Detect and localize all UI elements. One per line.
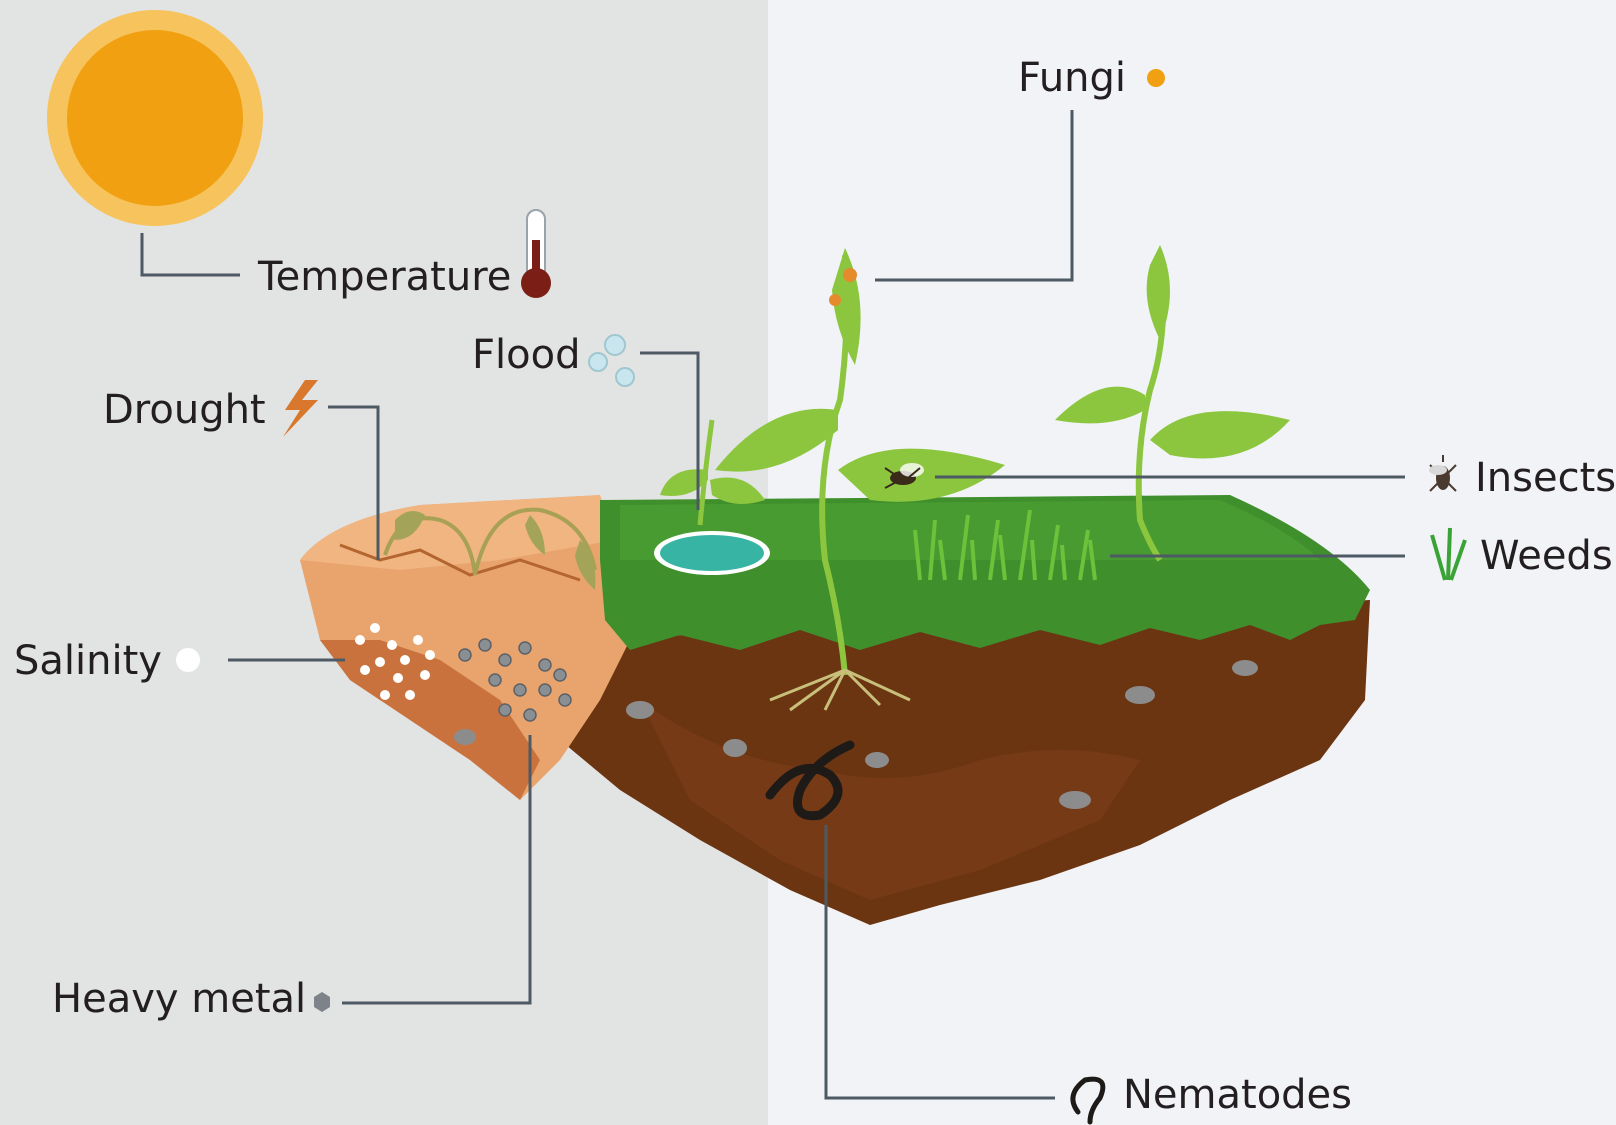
label-flood: Flood: [472, 335, 580, 375]
label-temperature: Temperature: [258, 257, 511, 297]
label-heavy-metal: Heavy metal: [52, 979, 306, 1019]
label-weeds: Weeds: [1480, 536, 1613, 576]
insect-icon: [1429, 455, 1456, 491]
worm-icon: [1073, 1079, 1103, 1122]
label-insects: Insects: [1475, 458, 1616, 498]
label-nematodes: Nematodes: [1123, 1075, 1352, 1115]
lightning-icon: [283, 380, 318, 437]
fungi-dot-icon: [1147, 69, 1165, 87]
floating-soil-island: [300, 495, 1370, 925]
thermometer-icon: [521, 210, 551, 298]
label-drought: Drought: [103, 390, 266, 430]
sun-icon: [47, 10, 263, 226]
flood-puddle: [654, 531, 770, 575]
salinity-dot-icon: [176, 648, 200, 672]
label-fungi: Fungi: [1018, 58, 1126, 98]
grass-icon: [1432, 528, 1465, 580]
label-salinity: Salinity: [14, 641, 162, 681]
water-drops-icon: [589, 335, 634, 386]
heavy-metal-hexagon-icon: [314, 992, 330, 1012]
